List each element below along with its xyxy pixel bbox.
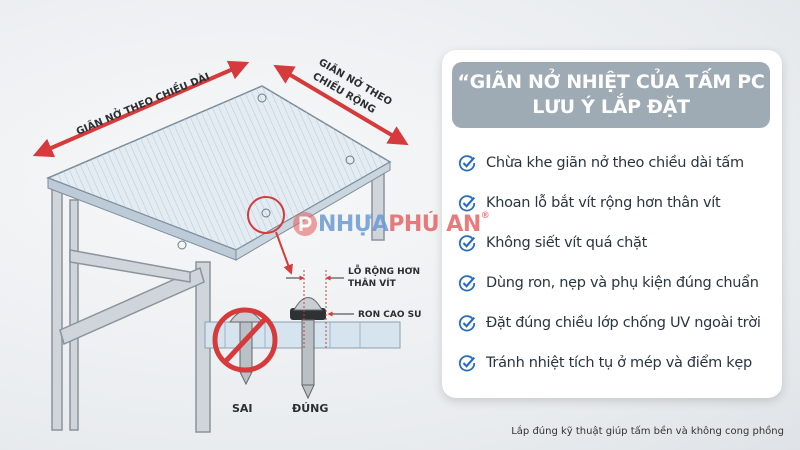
check-circle-icon [458,355,476,372]
card-title-line-1: “GIÃN NỞ NHIỆT CỦA TẤM PC [457,71,765,93]
tips-card: “GIÃN NỞ NHIỆT CỦA TẤM PC LƯU Ý LẮP ĐẶT … [442,50,782,398]
logo-text-blue: NHỰA [318,211,389,237]
check-circle-icon [458,315,476,332]
checklist-item-text: Khoan lỗ bắt vít rộng hơn thân vít [486,195,721,211]
hole-label-1: LỖ RỘNG HƠN [348,264,420,277]
polycarbonate-sheet [46,85,392,275]
check-circle-icon [458,235,476,252]
hole-label-2: THÂN VÍT [348,277,397,289]
gasket-label: RON CAO SU [358,310,421,320]
checklist-item: Chừa khe giãn nở theo chiều dài tấm [458,151,744,175]
length-expansion-arrow [32,60,250,158]
checklist-item: Không siết vít quá chặt [458,231,647,255]
prohibited-icon [212,307,278,373]
checklist-item-text: Chừa khe giãn nở theo chiều dài tấm [486,155,744,171]
installation-diagram: GIÃN NỞ THEO CHIỀU DÀI GIÃN NỞ THEO CHIỀ… [32,54,421,433]
check-circle-icon [458,155,476,172]
checklist-item-text: Tránh nhiệt tích tụ ở mép và điểm kẹp [486,355,752,371]
wrong-label: SAI [232,402,253,415]
checklist-item-text: Đặt đúng chiều lớp chống UV ngoài trời [486,315,761,331]
logo-text-red: PHÚ AN [388,211,481,237]
brand-logo: NHỰA PHÚ AN® [292,211,490,237]
checklist-item: Khoan lỗ bắt vít rộng hơn thân vít [458,191,721,215]
footer-note: Lắp đúng kỹ thuật giúp tấm bền và không … [511,426,784,437]
correct-screw [286,270,354,400]
brand-logo-icon [293,212,317,236]
frame [51,169,385,433]
card-title-line-2: LƯU Ý LẮP ĐẶT [532,96,690,118]
width-expansion-arrow [273,64,409,146]
checklist-item: Đặt đúng chiều lớp chống UV ngoài trời [458,311,761,335]
checklist-item-text: Không siết vít quá chặt [486,235,647,251]
detail-highlight-circle [247,196,285,234]
check-circle-icon [458,275,476,292]
check-circle-icon [458,195,476,212]
checklist-item: Tránh nhiệt tích tụ ở mép và điểm kẹp [458,351,752,375]
correct-label: ĐÚNG [292,402,328,415]
logo-registered: ® [480,211,490,221]
checklist-item-text: Dùng ron, nẹp và phụ kiện đúng chuẩn [486,275,759,291]
checklist-item: Dùng ron, nẹp và phụ kiện đúng chuẩn [458,271,759,295]
wrong-screw [212,307,278,386]
card-title: “GIÃN NỞ NHIỆT CỦA TẤM PC LƯU Ý LẮP ĐẶT [452,62,770,128]
detail-pointer-arrow [275,231,293,275]
